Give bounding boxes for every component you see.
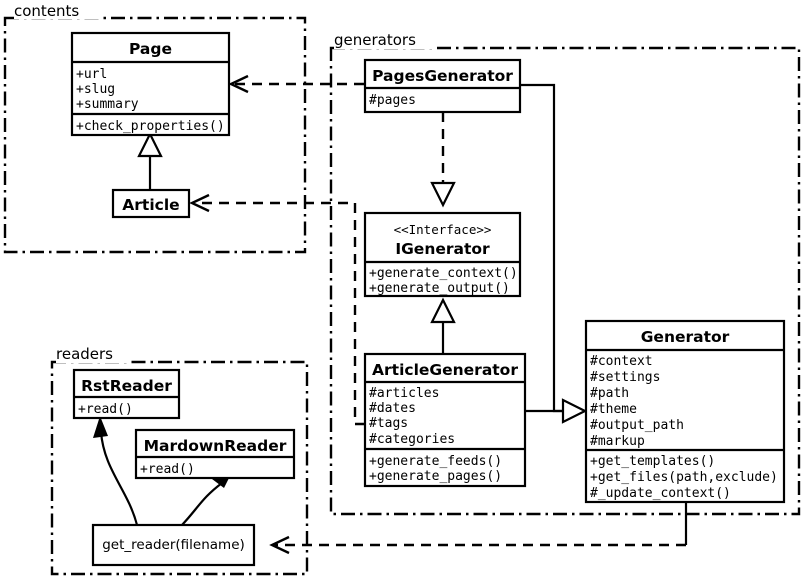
class-article-box[interactable] xyxy=(111,188,191,219)
class-rstreader-box[interactable] xyxy=(72,368,181,420)
class-articlegenerator-title: ArticleGenerator xyxy=(372,361,518,379)
relationship-pagesgenerator-to-igenerator xyxy=(430,112,456,208)
class-article-title: Article xyxy=(122,196,179,214)
package-readers-label-bg xyxy=(56,345,130,363)
function-get-reader-box[interactable] xyxy=(91,523,256,567)
class-page-attribute-summary: +summary xyxy=(76,97,139,112)
package-generators-border xyxy=(329,46,801,516)
package-contents-border xyxy=(3,16,307,254)
class-rstreader[interactable]: RstReader +read() xyxy=(72,368,181,420)
rel-pagesgen-igenerator-realization-arrowhead xyxy=(430,181,456,208)
relationship-article-to-page xyxy=(137,131,163,190)
class-mardownreader-title: MardownReader xyxy=(144,437,287,455)
class-igenerator-method-generate-context: +generate_context() xyxy=(369,266,518,281)
rel-generator-getreader-open-arrowhead xyxy=(269,535,290,555)
class-articlegenerator[interactable]: ArticleGenerator #articles #dates #tags … xyxy=(363,352,527,488)
package-readers-label: readers xyxy=(56,345,113,363)
class-pagesgenerator-title: PagesGenerator xyxy=(372,67,513,85)
class-generator-attribute-context: #context xyxy=(590,354,653,369)
class-generator-method-get-files: +get_files(path,exclude) xyxy=(590,470,778,485)
class-mardownreader[interactable]: MardownReader +read() xyxy=(134,428,296,480)
class-page-attribute-slug: +slug xyxy=(76,82,115,97)
rel-getreader-mardownreader-curve xyxy=(181,482,223,526)
relationship-articlegenerator-to-generator xyxy=(525,398,588,424)
rel-articlegen-article-open-arrowhead xyxy=(189,193,210,213)
class-articlegenerator-box[interactable] xyxy=(363,352,527,488)
class-articlegenerator-attribute-categories: #categories xyxy=(369,432,455,447)
package-contents: contents xyxy=(3,2,307,254)
relationship-generator-to-getreader xyxy=(269,502,688,555)
function-get-reader[interactable]: get_reader(filename) xyxy=(91,523,256,567)
function-get-reader-label: get_reader(filename) xyxy=(102,537,245,553)
package-contents-label-bg xyxy=(14,2,100,19)
class-articlegenerator-attribute-tags: #tags xyxy=(369,416,408,431)
class-generator-attribute-markup: #markup xyxy=(590,434,645,449)
class-generator-attribute-theme: #theme xyxy=(590,402,637,417)
package-readers-border xyxy=(50,360,309,576)
package-generators-label-bg xyxy=(334,31,432,49)
class-generator-title: Generator xyxy=(641,328,730,346)
rel-pagesgen-generator-line xyxy=(520,83,563,413)
class-generator-method-update-context: #_update_context() xyxy=(590,486,731,501)
rel-generator-generalization-arrowhead xyxy=(561,398,588,424)
package-generators: generators xyxy=(329,31,801,516)
class-articlegenerator-method-generate-pages: +generate_pages() xyxy=(369,469,502,484)
class-article[interactable]: Article xyxy=(111,188,191,219)
class-page[interactable]: Page +url +slug +summary +check_properti… xyxy=(70,31,231,137)
class-rstreader-title: RstReader xyxy=(81,377,172,395)
relationship-pagesgenerator-to-page xyxy=(228,74,364,94)
rel-getreader-rstreader-curve xyxy=(99,431,139,526)
rel-getreader-rstreader-arrowhead xyxy=(93,416,108,438)
class-mardownreader-method-read: +read() xyxy=(140,462,195,477)
relationship-pagesgenerator-to-generator xyxy=(520,83,563,413)
class-igenerator-stereotype: <<Interface>> xyxy=(394,222,492,237)
class-page-box[interactable] xyxy=(70,31,231,137)
class-igenerator-title: IGenerator xyxy=(395,240,490,258)
class-igenerator-box[interactable] xyxy=(363,211,522,298)
rel-articlegen-igenerator-generalization-arrowhead xyxy=(430,297,456,324)
package-readers: readers xyxy=(50,345,309,576)
rel-article-page-generalization-arrowhead xyxy=(137,131,163,158)
class-articlegenerator-attribute-articles: #articles xyxy=(369,386,439,401)
class-rstreader-method-read: +read() xyxy=(78,402,133,417)
relationship-articlegenerator-to-article xyxy=(189,193,365,426)
class-pagesgenerator-box[interactable] xyxy=(363,58,522,114)
class-generator-attribute-output-path: #output_path xyxy=(590,418,684,433)
class-generator[interactable]: Generator #context #settings #path #them… xyxy=(584,319,786,504)
class-generator-attribute-settings: #settings xyxy=(590,370,660,385)
class-pagesgenerator[interactable]: PagesGenerator #pages xyxy=(363,58,522,114)
class-igenerator-method-generate-output: +generate_output() xyxy=(369,281,510,296)
class-page-title: Page xyxy=(129,40,172,58)
class-page-attribute-url: +url xyxy=(76,67,107,82)
relationship-getreader-to-rstreader xyxy=(93,416,139,526)
class-pagesgenerator-attribute-pages: #pages xyxy=(369,93,416,108)
class-generator-attribute-path: #path xyxy=(590,386,629,401)
relationship-articlegenerator-to-igenerator xyxy=(430,297,456,354)
class-generator-box[interactable] xyxy=(584,319,786,504)
rel-articlegen-article-line xyxy=(195,201,365,426)
class-articlegenerator-method-generate-feeds: +generate_feeds() xyxy=(369,454,502,469)
class-igenerator[interactable]: <<Interface>> IGenerator +generate_conte… xyxy=(363,211,522,298)
package-generators-label: generators xyxy=(334,31,416,49)
package-contents-label: contents xyxy=(14,2,79,20)
class-mardownreader-box[interactable] xyxy=(134,428,296,480)
class-articlegenerator-attribute-dates: #dates xyxy=(369,401,416,416)
class-page-method-check-properties: +check_properties() xyxy=(76,119,225,134)
class-generator-method-get-templates: +get_templates() xyxy=(590,454,715,469)
rel-pagesgen-page-open-arrowhead xyxy=(228,74,249,94)
